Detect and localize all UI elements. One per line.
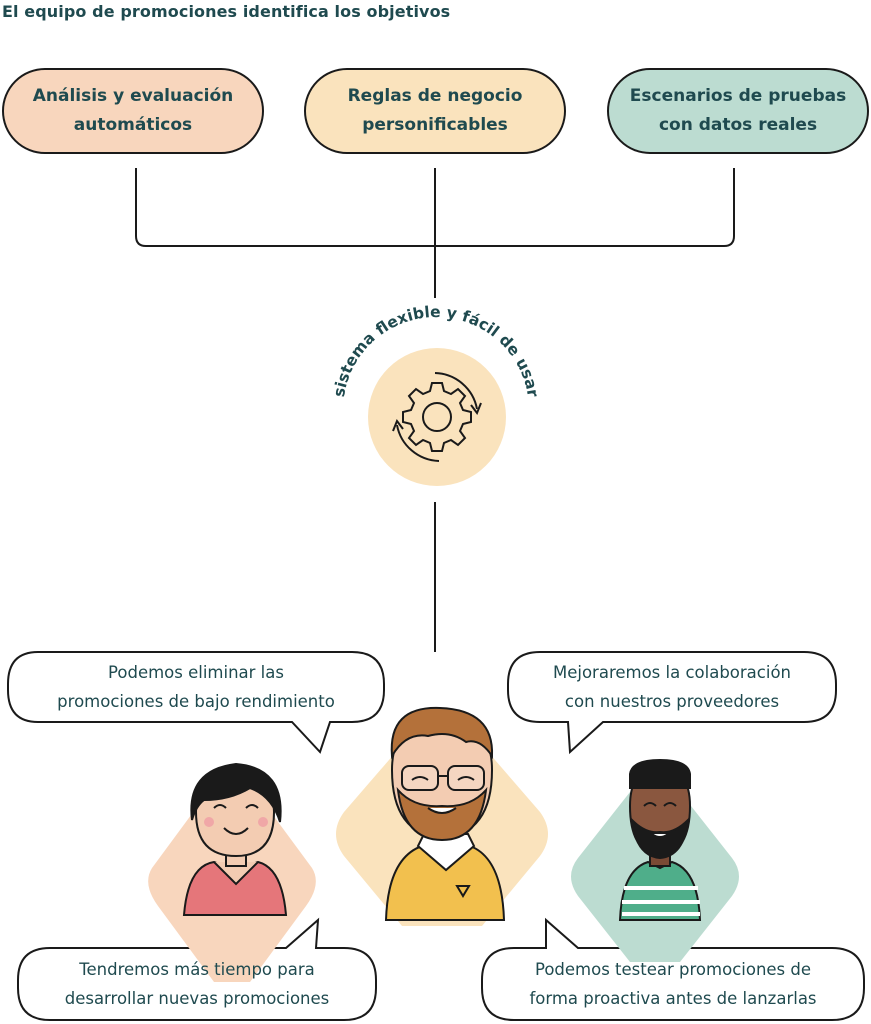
feature-test-scenarios: Escenarios de pruebas con datos reales: [607, 68, 869, 154]
system-gear-circle: [368, 348, 506, 486]
page-title: El equipo de promociones identifica los …: [2, 2, 451, 21]
quote-bottom-left: Tendremos más tiempo para desarrollar nu…: [64, 960, 330, 1008]
woman-avatar-icon: [182, 762, 288, 916]
quote-top-right: Mejoraremos la colaboración con nuestros…: [552, 663, 792, 711]
feature-automatic-analysis: Análisis y evaluación automáticos: [2, 68, 264, 154]
speech-bubble-top-left: [7, 651, 385, 754]
speech-bubble-bottom-left: [17, 917, 377, 1021]
speech-bubble-top-right: [507, 651, 837, 755]
feature-business-rules: Reglas de negocio personificables: [304, 68, 566, 154]
quote-bottom-right: Podemos testear promociones de forma pro…: [529, 960, 817, 1008]
bearded-man-avatar-icon: [618, 758, 702, 921]
bearded-man-glasses-avatar-icon: [384, 706, 506, 921]
gear-cycle-icon: [392, 372, 482, 462]
quote-top-left: Podemos eliminar las promociones de bajo…: [57, 663, 335, 711]
speech-bubble-bottom-right: [481, 917, 865, 1021]
